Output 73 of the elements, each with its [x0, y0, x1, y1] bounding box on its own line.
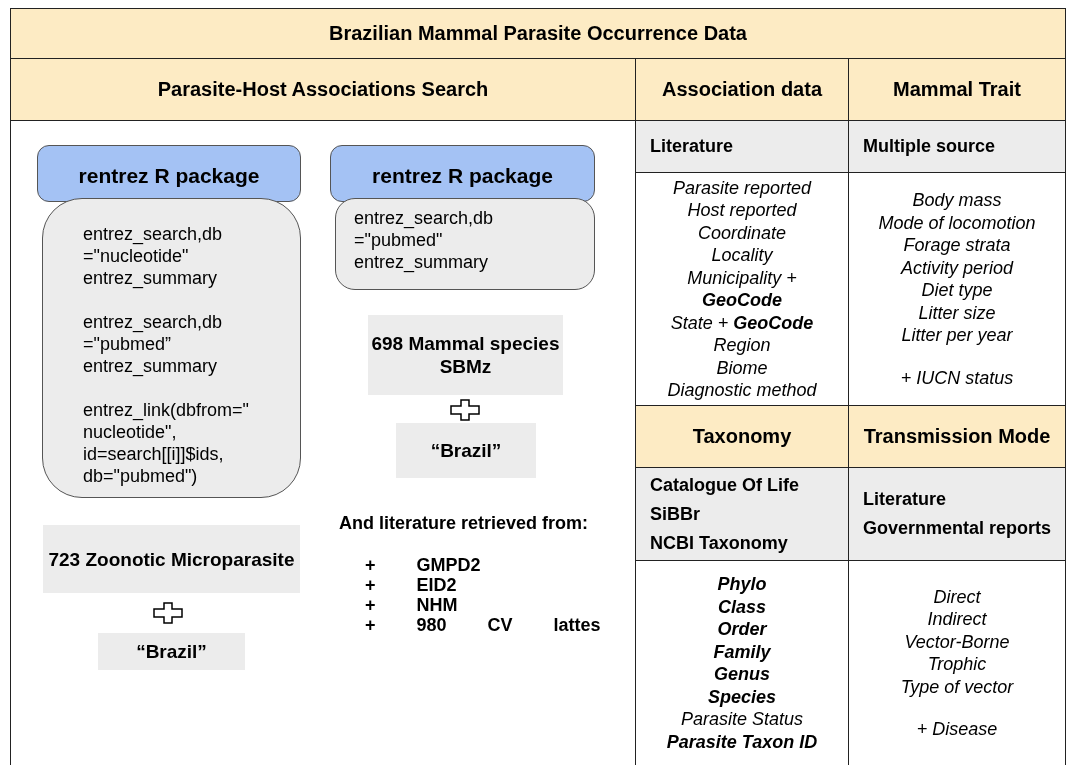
column-header [635, 58, 849, 121]
cell-text: Literature [863, 488, 948, 511]
cell-text: Mammal Trait [893, 78, 1021, 101]
field-name: Coordinate [696, 221, 788, 244]
source-cell [635, 120, 849, 173]
code-box [42, 198, 301, 498]
cell-text: rentrez R package [78, 164, 260, 188]
cell-text: NCBI Taxonomy [650, 531, 789, 555]
field-name: Biome [715, 356, 769, 379]
code-text: entrez_link(dbfrom=" nucleotide", id=search[[i]]$ids, db="pubmed") [83, 399, 250, 487]
field-name: Parasite reported [671, 176, 813, 199]
field-name: Municipality + GeoCode [686, 266, 798, 312]
field-name: Trophic [926, 653, 988, 676]
field-name: Indirect [926, 608, 988, 631]
list-item: + NHM [365, 596, 458, 615]
code-box [335, 198, 595, 290]
field-name: Mode of locomotion [877, 211, 1037, 234]
field-name: Litter per year [900, 324, 1014, 347]
source-cell [848, 120, 1066, 173]
field-name: Body mass [911, 189, 1003, 212]
field-name: Family [712, 640, 772, 663]
source-cell [848, 467, 1066, 561]
cell-text: Brazilian Mammal Parasite Occurrence Data [329, 22, 747, 45]
column-header [635, 405, 849, 468]
cell-text: Multiple source [863, 136, 997, 157]
cell-text: Parasite-Host Associations Search [157, 78, 489, 101]
title-band [10, 8, 1066, 59]
field-name: Class [716, 595, 767, 618]
package-box [330, 145, 595, 202]
field-name: Litter size [917, 301, 997, 324]
list-item: + EID2 [365, 576, 457, 595]
cell-text: Association data [661, 78, 822, 101]
cell-text: Catalogue Of Life [650, 473, 800, 497]
field-name: Region [712, 334, 772, 357]
code-text: entrez_search,db ="pubmed” entrez_summary [83, 311, 224, 377]
column-header [848, 58, 1066, 121]
field-name: State + GeoCode [669, 311, 815, 334]
field-name: Vector-Borne [903, 630, 1011, 653]
source-cell [635, 467, 849, 561]
list-heading: And literature retrieved from: [339, 514, 589, 533]
list-item: + 980 CV lattes [365, 616, 601, 635]
cell-text: 723 Zoonotic Microparasite [48, 547, 295, 571]
field-name: Activity period [899, 256, 1015, 279]
column-header [848, 405, 1066, 468]
cell-text: Literature [650, 136, 735, 157]
field-name: Species [706, 685, 777, 708]
field-name: Forage strata [902, 234, 1012, 257]
code-text: entrez_search,db ="pubmed" entrez_summary [354, 207, 495, 273]
field-name: + IUCN status [899, 366, 1015, 389]
cell-text: “Brazil” [136, 640, 207, 663]
package-box [37, 145, 301, 202]
list-item: + GMPD2 [365, 556, 481, 575]
cell-text: 698 Mammal species SBMz [370, 332, 561, 378]
cell-text: “Brazil” [430, 439, 502, 462]
cell-text: Governmental reports [863, 517, 1053, 540]
cell-text: Taxonomy [692, 425, 792, 448]
cell-text: rentrez R package [372, 164, 553, 188]
field-name: Direct [932, 585, 982, 608]
cell-text: Transmission Mode [863, 425, 1051, 448]
field-name: Phylo [716, 573, 768, 596]
section-header [10, 58, 636, 121]
field-name: Diagnostic method [666, 379, 818, 402]
field-name: Locality [710, 244, 774, 267]
field-name: Host reported [686, 199, 798, 222]
code-text: entrez_search,db ="nucleotide" entrez_summary [83, 223, 224, 289]
field-name: Parasite Status [679, 708, 805, 731]
cell-text: SiBBr [650, 502, 701, 526]
field-name: Type of vector [899, 675, 1015, 698]
field-name: Diet type [920, 279, 994, 302]
field-name: Genus [713, 663, 771, 686]
field-name: + Disease [915, 718, 999, 741]
field-name: Parasite Taxon ID [665, 730, 819, 753]
field-name: Order [716, 618, 769, 641]
